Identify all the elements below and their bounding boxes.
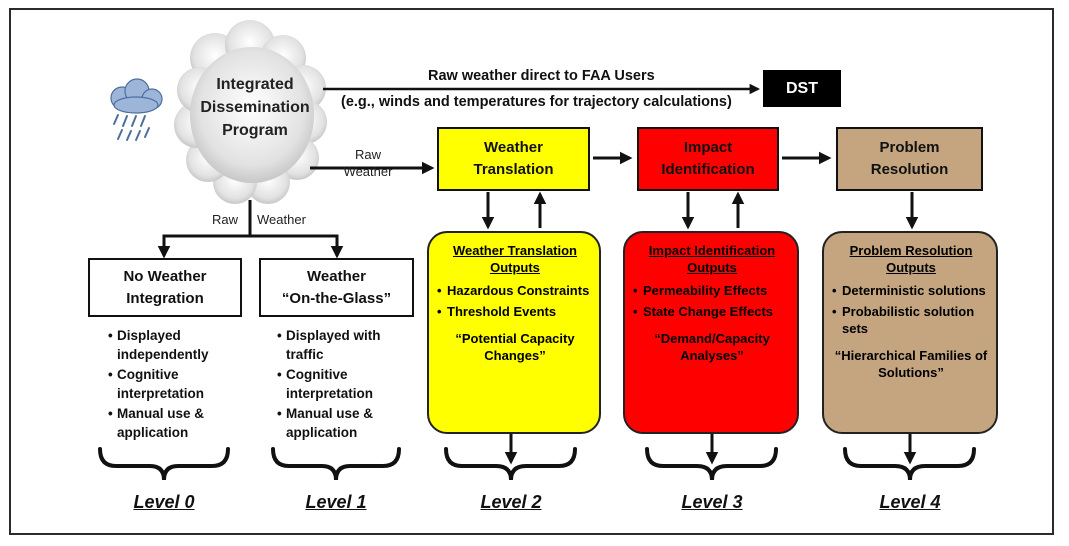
level-0-bullets: •Displayed independently •Cognitive inte… — [108, 326, 248, 443]
on-the-glass-line-1: Weather — [307, 267, 366, 285]
level-1-bullets: •Displayed with traffic •Cognitive inter… — [277, 326, 407, 443]
brace-level-3 — [645, 447, 778, 481]
impact-identification-box: Impact Identification — [637, 127, 779, 191]
dissemination-cloud-shape — [174, 20, 327, 204]
no-weather-integration-box: No Weather Integration — [88, 258, 242, 317]
impact-identification-outputs-title: Impact Identification Outputs — [648, 243, 776, 275]
level-0-label: Level 0 — [133, 492, 195, 512]
raw-weather-right-label: Raw Weather — [338, 146, 398, 180]
problem-resolution-quote: “Hierarchical Families of Solutions” — [834, 348, 988, 380]
winds-temperatures-label: (e.g., winds and temperatures for trajec… — [341, 94, 732, 110]
no-weather-line-1: No Weather — [123, 267, 207, 285]
impact-identification-line-1: Impact — [683, 139, 733, 156]
weather-translation-line-2: Translation — [473, 161, 554, 178]
problem-resolution-line-1: Problem — [879, 139, 940, 156]
dst-box: DST — [763, 70, 841, 107]
dissemination-program-label: Integrated Dissemination Program — [195, 73, 315, 142]
problem-resolution-box: Problem Resolution — [836, 127, 983, 191]
weather-translation-quote: “Potential Capacity Changes” — [455, 331, 575, 363]
brace-level-2 — [444, 447, 577, 481]
problem-resolution-line-2: Resolution — [870, 161, 949, 178]
raw-weather-down-label-left: Raw — [212, 212, 239, 227]
output-bullet: •State Change Effects — [633, 304, 774, 319]
raw-weather-right-line-2: Weather — [343, 164, 393, 179]
output-bullet: •Hazardous Constraints — [437, 283, 590, 298]
raw-weather-right-line-1: Raw — [354, 147, 381, 162]
on-the-glass-line-2: “On-the-Glass” — [281, 289, 392, 307]
on-the-glass-box: Weather “On-the-Glass” — [259, 258, 414, 317]
level-1-bullet: •Cognitive interpretation — [277, 367, 374, 401]
output-bullet: •Probabilistic solution sets — [832, 304, 975, 336]
source-line-2: Dissemination — [200, 99, 310, 116]
brace-level-4 — [843, 447, 976, 481]
impact-identification-line-2: Identification — [661, 161, 755, 178]
source-line-3: Program — [222, 122, 288, 139]
level-0-bullet: •Manual use & application — [108, 406, 205, 440]
no-weather-line-2: Integration — [126, 289, 204, 307]
output-bullet: •Deterministic solutions — [832, 283, 986, 298]
impact-identification-quote: “Demand/Capacity Analyses” — [654, 331, 770, 363]
output-bullet: •Threshold Events — [437, 304, 557, 319]
weather-translation-outputs-title: Weather Translation Outputs — [452, 243, 577, 275]
arrow-split-bar — [162, 234, 339, 253]
level-1-bullet: •Manual use & application — [277, 406, 374, 440]
level-1-bullet: •Displayed with traffic — [277, 328, 381, 362]
storm-cloud-icon — [110, 78, 163, 141]
level-4-label: Level 4 — [879, 492, 941, 512]
raw-weather-direct-label: Raw weather direct to FAA Users — [428, 68, 655, 84]
level-1-label: Level 1 — [305, 492, 367, 512]
output-bullet: •Permeability Effects — [633, 283, 768, 298]
source-line-1: Integrated — [216, 76, 294, 93]
weather-translation-outputs: Weather Translation Outputs •Hazardous C… — [427, 231, 601, 434]
level-0-bullet: •Displayed independently — [108, 328, 209, 362]
raw-weather-down-label-right: Weather — [257, 212, 306, 227]
weather-translation-box: Weather Translation — [437, 127, 590, 191]
brace-level-0 — [98, 447, 230, 481]
impact-identification-outputs: Impact Identification Outputs •Permeabil… — [623, 231, 799, 434]
brace-level-1 — [271, 447, 401, 481]
level-3-label: Level 3 — [681, 492, 743, 512]
level-0-bullet: •Cognitive interpretation — [108, 367, 205, 401]
level-2-label: Level 2 — [480, 492, 542, 512]
problem-resolution-outputs-title: Problem Resolution Outputs — [849, 243, 973, 275]
problem-resolution-outputs: Problem Resolution Outputs •Deterministi… — [822, 231, 998, 434]
weather-translation-line-1: Weather — [484, 139, 543, 156]
dst-label: DST — [786, 79, 818, 97]
